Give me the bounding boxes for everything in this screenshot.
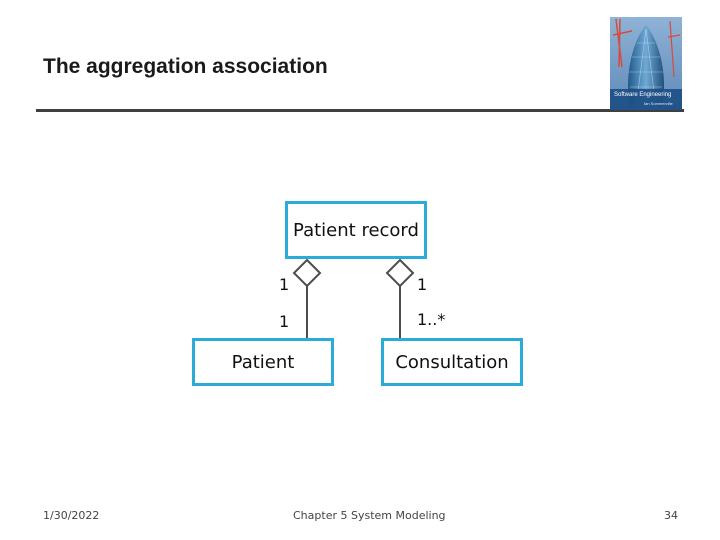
class-patient-record: Patient record (285, 201, 427, 259)
multiplicity-record-consultation: 1 (417, 275, 428, 294)
aggregation-diamond-patient (292, 258, 322, 288)
footer-date: 1/30/2022 (43, 509, 100, 522)
multiplicity-consultation: 1..* (417, 310, 446, 329)
class-consultation: Consultation (381, 338, 523, 386)
slide-title: The aggregation association (43, 55, 328, 78)
footer-chapter: Chapter 5 System Modeling (293, 509, 446, 522)
class-patient: Patient (192, 338, 334, 386)
title-divider (36, 109, 684, 112)
book-cover-title: Software Engineering (614, 92, 672, 98)
book-cover-author: Ian Sommerville (644, 101, 673, 106)
multiplicity-patient: 1 (279, 312, 290, 331)
aggregation-diamond-consultation (385, 258, 415, 288)
footer-page-number: 34 (664, 509, 678, 522)
multiplicity-record-patient: 1 (279, 275, 290, 294)
book-cover-image: Software Engineering Ian Sommerville (610, 17, 682, 110)
